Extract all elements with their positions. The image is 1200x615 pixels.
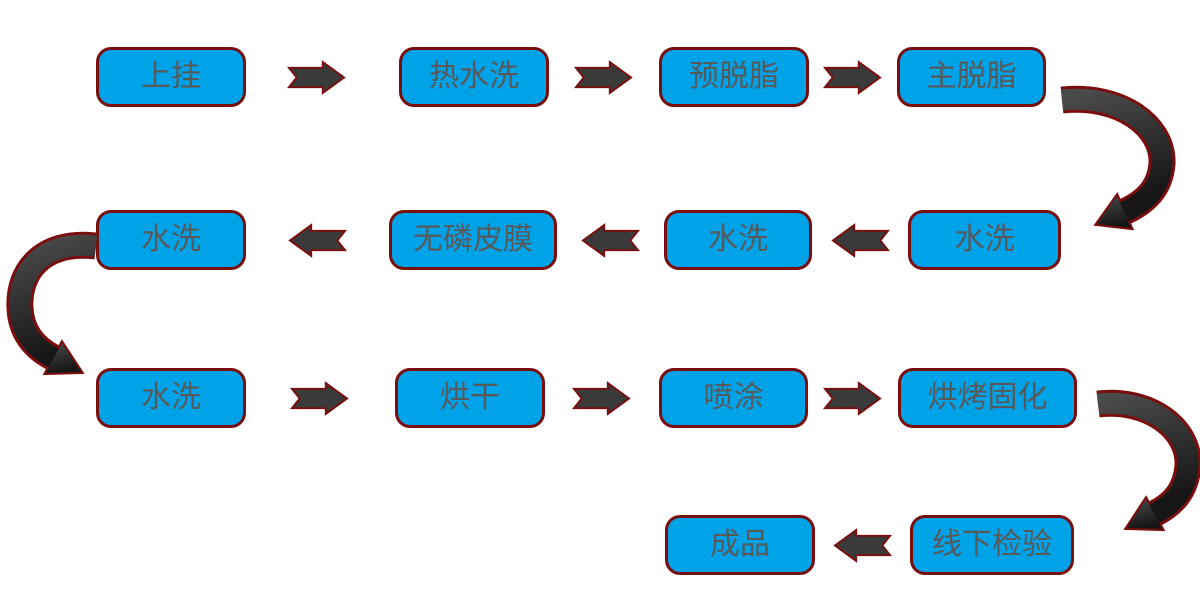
flow-arrow-right-icon [822,60,882,95]
curved-arrow-down-left-icon [1096,389,1200,532]
node-water-wash-4-label: 水洗 [141,380,201,415]
node-spray-coating-label: 喷涂 [703,380,764,415]
flow-arrow-left-icon [833,528,893,563]
node-main-degrease-label: 主脱脂 [926,59,1017,94]
node-water-wash-1: 水洗 [908,210,1061,270]
node-phosphate-free-film: 无磷皮膜 [389,210,557,270]
node-pre-degrease-label: 预脱脂 [689,59,779,94]
node-drying: 烘干 [395,368,545,428]
node-hot-water-wash: 热水洗 [399,47,549,107]
node-water-wash-2-label: 水洗 [708,222,768,257]
node-phosphate-free-film-label: 无磷皮膜 [413,222,533,257]
node-spray-coating: 喷涂 [659,368,808,428]
node-finished-product-label: 成品 [710,527,770,562]
node-water-wash-2: 水洗 [664,210,812,270]
flow-arrow-right-icon [571,381,631,416]
node-drying-label: 烘干 [440,380,500,415]
node-water-wash-1-label: 水洗 [954,222,1015,257]
flow-arrow-left-icon [581,223,641,258]
node-main-degrease: 主脱脂 [897,47,1046,107]
node-hang-up: 上挂 [96,47,246,107]
node-finished-product: 成品 [665,515,815,575]
node-pre-degrease: 预脱脂 [659,47,809,107]
node-offline-inspection-label: 线下检验 [932,527,1052,562]
node-bake-curing: 烘烤固化 [898,368,1077,428]
curved-arrow-down-right-icon [6,231,98,376]
flow-arrow-right-icon [286,60,346,95]
flow-arrow-left-icon [831,223,891,258]
node-water-wash-3-label: 水洗 [141,222,201,257]
node-offline-inspection: 线下检验 [910,515,1074,575]
flow-arrow-right-icon [573,60,633,95]
node-water-wash-3: 水洗 [96,210,246,270]
flow-arrow-left-icon [288,223,348,258]
node-water-wash-4: 水洗 [96,368,246,428]
node-hot-water-wash-label: 热水洗 [429,59,519,94]
node-bake-curing-label: 烘烤固化 [927,380,1048,415]
node-hang-up-label: 上挂 [141,59,201,94]
flow-arrow-right-icon [289,381,349,416]
curved-arrow-down-left-icon [1060,85,1176,231]
flow-arrow-right-icon [822,381,882,416]
